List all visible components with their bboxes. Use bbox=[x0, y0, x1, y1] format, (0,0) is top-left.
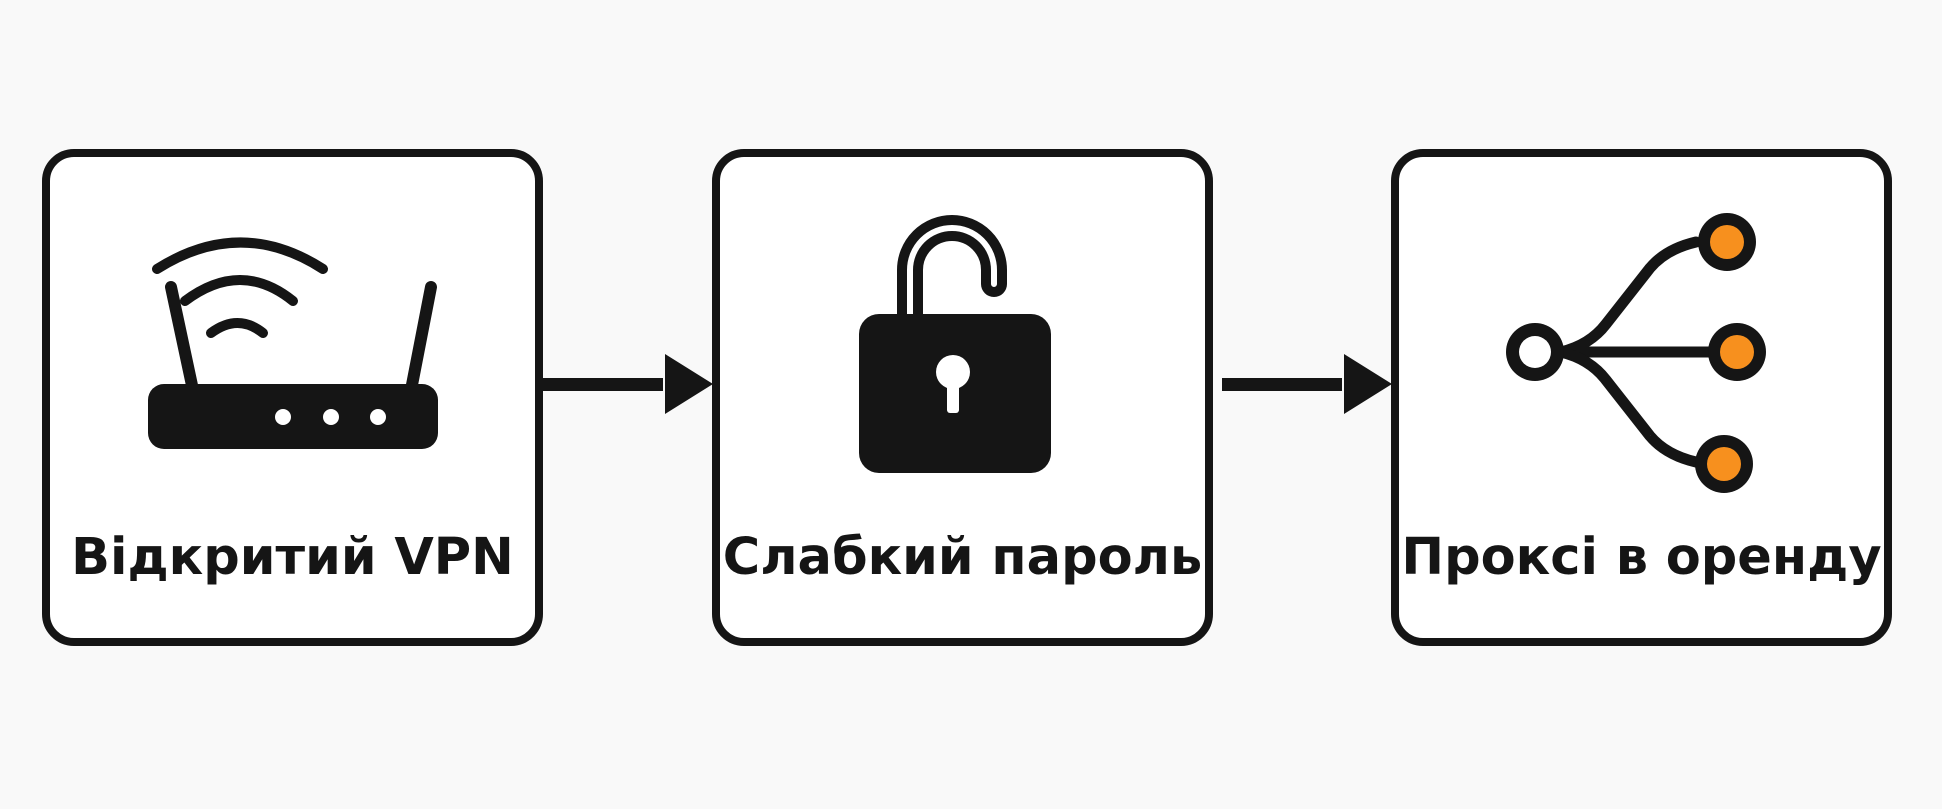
arrow-right-icon bbox=[1222, 354, 1392, 414]
step-label: Слабкий пароль bbox=[722, 528, 1203, 587]
step-label: Відкритий VPN bbox=[71, 528, 514, 587]
step-box-open-vpn: Відкритий VPN bbox=[42, 149, 543, 646]
step-box-proxy-rent: Проксі в оренду bbox=[1391, 149, 1892, 646]
router-icon bbox=[147, 237, 438, 449]
arrow-right-icon bbox=[543, 354, 713, 414]
unlocked-padlock-icon bbox=[858, 215, 1051, 473]
step-box-weak-password: Слабкий пароль bbox=[712, 149, 1213, 646]
proxy-branch-icon bbox=[1505, 213, 1766, 493]
step-label: Проксі в оренду bbox=[1401, 528, 1882, 587]
